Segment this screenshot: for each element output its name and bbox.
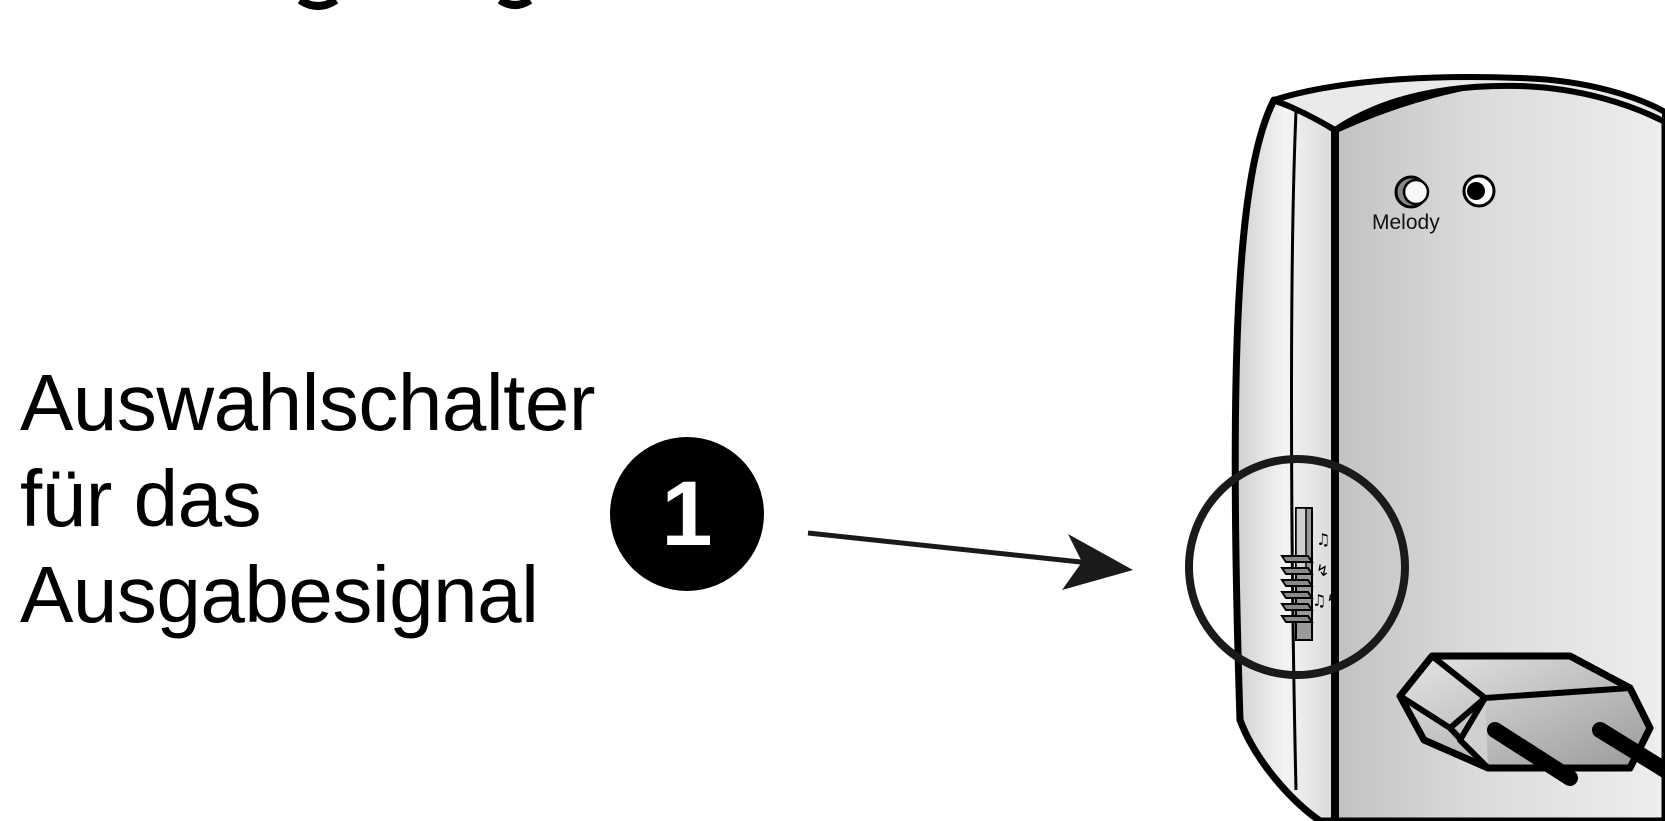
- highlight-circle: [1185, 455, 1409, 679]
- status-led-icon: [1462, 174, 1496, 208]
- melody-button: [1394, 175, 1430, 209]
- pointer-arrow: [807, 530, 1133, 590]
- power-plug: [1396, 652, 1665, 786]
- plug-pin-2: [1592, 722, 1665, 778]
- caption-text: Auswahlschalter für das Ausgabesignal: [20, 355, 596, 643]
- lightning-icon: ↯: [1316, 561, 1329, 580]
- output-selector-switch: ♫ ↯ ♫↯: [1280, 507, 1340, 641]
- cropped-heading-fragment: [297, 0, 533, 10]
- music-note-icon: ♫: [1316, 530, 1330, 549]
- callout-number-badge: 1: [610, 437, 764, 591]
- caption-line-2: für das: [20, 454, 262, 543]
- caption-line-1: Auswahlschalter: [20, 358, 596, 447]
- plug-pin-1: [1487, 722, 1578, 786]
- caption-line-3: Ausgabesignal: [20, 550, 539, 639]
- melody-label: Melody: [1372, 211, 1440, 234]
- device-top-rim: [1271, 74, 1665, 133]
- music-lightning-icon: ♫↯: [1312, 591, 1340, 610]
